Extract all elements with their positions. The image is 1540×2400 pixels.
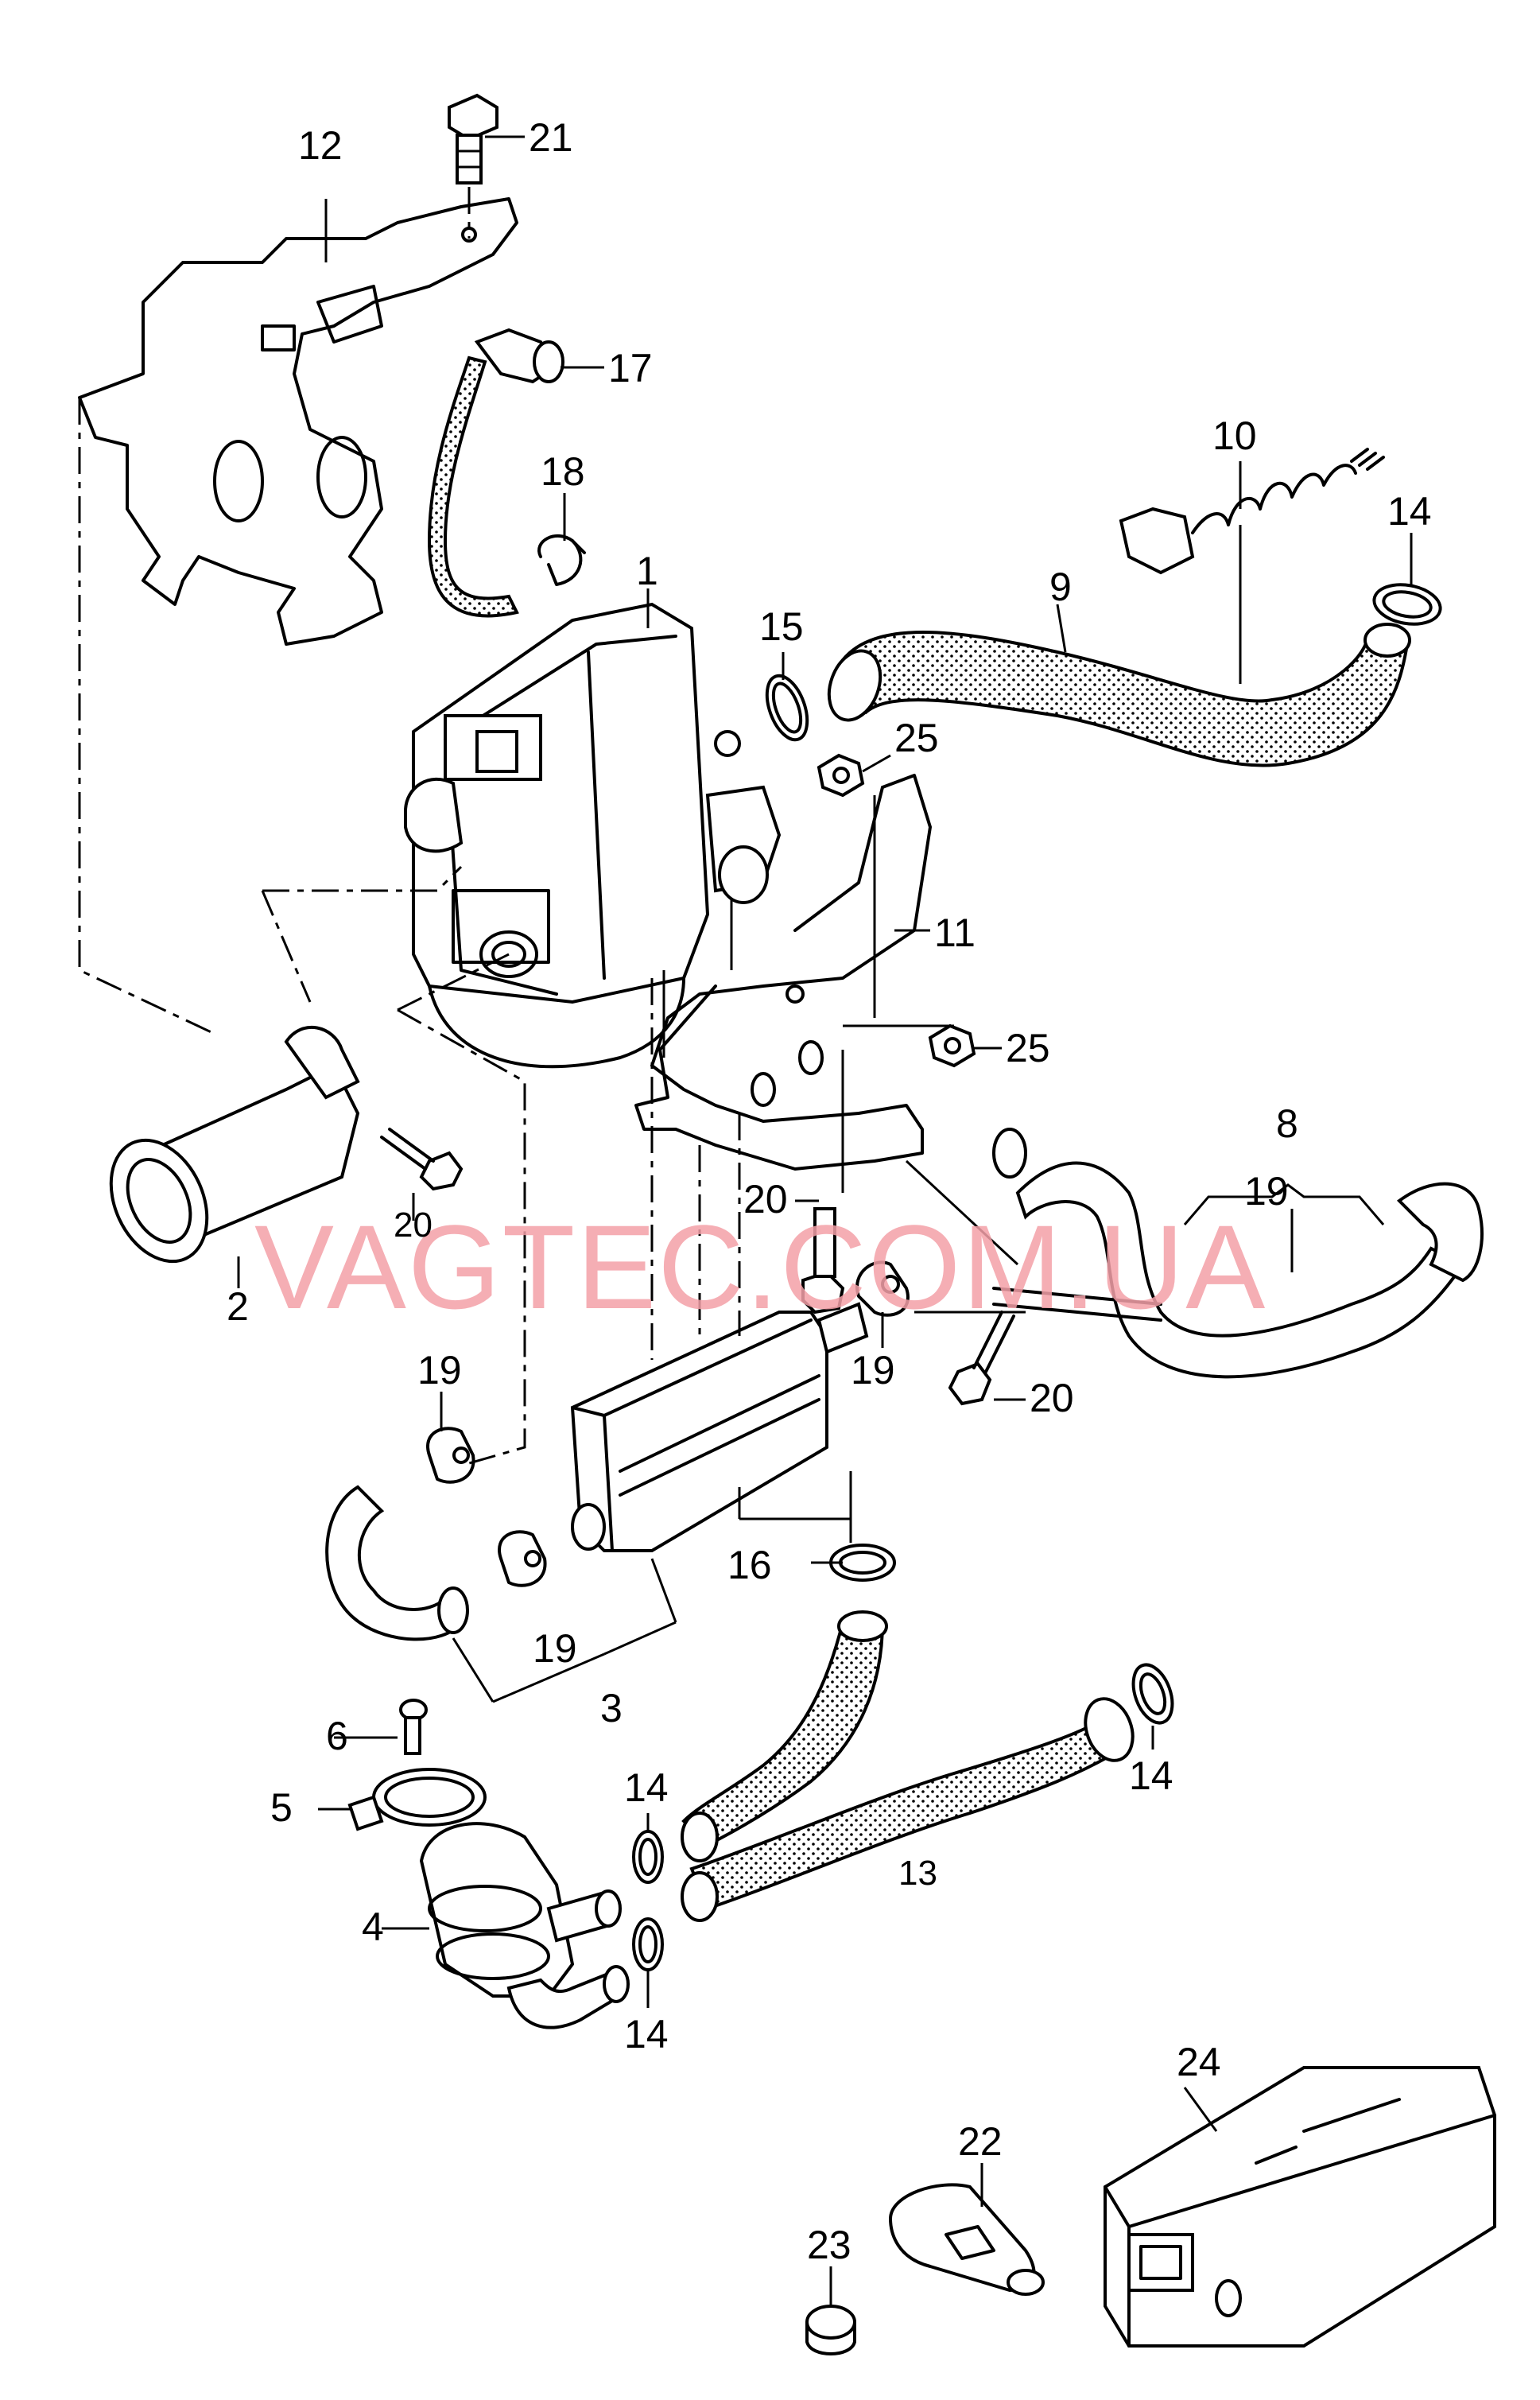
callout-11: 11	[934, 911, 976, 955]
part-2-pipe	[109, 1026, 360, 1288]
callout-20-left: 20	[394, 1206, 433, 1245]
part-14-clamp-low	[632, 1917, 664, 1971]
callout-14-mid: 14	[624, 1765, 669, 1810]
callout-17: 17	[608, 346, 653, 390]
callout-15: 15	[759, 604, 804, 649]
part-13-hose	[681, 1610, 1135, 1922]
callout-14-top: 14	[1387, 489, 1432, 534]
callout-20-right: 20	[1030, 1376, 1074, 1420]
watermark-text: VAGTEC.COM.UA	[254, 1200, 1267, 1334]
callout-labels: 12 21 17 18 1 9 10 14 15 25 11 25 8 19 2…	[227, 115, 1432, 2267]
part-14-clamp-mid	[632, 1830, 664, 1884]
callout-25-top: 25	[894, 716, 939, 760]
part-4-pump	[419, 1822, 630, 2029]
callout-10: 10	[1212, 414, 1257, 458]
part-20-bolt-b	[801, 1207, 845, 1315]
callout-4: 4	[362, 1905, 384, 1949]
callout-13: 13	[898, 1854, 937, 1893]
callout-2: 2	[227, 1284, 249, 1329]
callout-leaders	[318, 135, 1413, 2306]
part-9-hose	[827, 623, 1411, 767]
part-19-clip-b	[426, 1427, 475, 1484]
part-24-control-unit	[1104, 2066, 1496, 2348]
part-21-bolt	[448, 93, 498, 239]
part-20-bolt-a	[380, 1128, 464, 1191]
part-19-clip-a	[855, 1260, 910, 1317]
callout-20-mid: 20	[743, 1177, 788, 1221]
callout-18: 18	[541, 449, 585, 494]
callout-19-right: 19	[1244, 1169, 1289, 1214]
part-20-bolt-c	[948, 1311, 1015, 1406]
callout-21: 21	[529, 115, 573, 160]
leader-lines	[78, 398, 1385, 1703]
part-11-bracket	[634, 774, 954, 1171]
part-25-nut-a	[817, 753, 865, 798]
callout-19-left-low: 19	[533, 1626, 577, 1671]
part-23-cap	[805, 2305, 856, 2355]
callout-14-right: 14	[1129, 1753, 1173, 1798]
part-12-bracket	[78, 197, 518, 646]
callout-25-mid: 25	[1006, 1026, 1050, 1070]
part-22-remote	[888, 2183, 1045, 2296]
callout-19-mid: 19	[851, 1348, 895, 1392]
part-8-hose	[992, 1128, 1484, 1379]
callout-23: 23	[807, 2223, 851, 2267]
callout-12: 12	[298, 123, 343, 168]
callout-22: 22	[958, 2119, 1003, 2164]
callout-24: 24	[1177, 2040, 1221, 2084]
callout-9: 9	[1049, 565, 1072, 609]
callout-19-left-top: 19	[417, 1348, 462, 1392]
callout-14-low: 14	[624, 2012, 669, 2056]
callout-3: 3	[600, 1686, 623, 1730]
part-10-sensor	[1119, 448, 1385, 684]
callout-16: 16	[727, 1543, 772, 1587]
callout-8: 8	[1276, 1101, 1298, 1146]
part-14-clamp-top	[1372, 583, 1442, 626]
part-1-heater	[404, 602, 782, 1069]
part-5-clamp	[347, 1768, 487, 1831]
part-3-muffler	[325, 1302, 869, 1641]
part-6-screw	[399, 1699, 428, 1755]
part-19-clip-c	[498, 1530, 547, 1587]
callout-5: 5	[270, 1785, 293, 1830]
callout-6: 6	[326, 1714, 348, 1758]
part-25-nut-b	[928, 1023, 976, 1068]
part-15-clamp	[765, 674, 809, 742]
part-14-clamp-right	[1131, 1663, 1174, 1725]
part-17-hose	[427, 328, 564, 618]
callout-1: 1	[636, 549, 658, 593]
part-18-clip	[537, 534, 586, 586]
